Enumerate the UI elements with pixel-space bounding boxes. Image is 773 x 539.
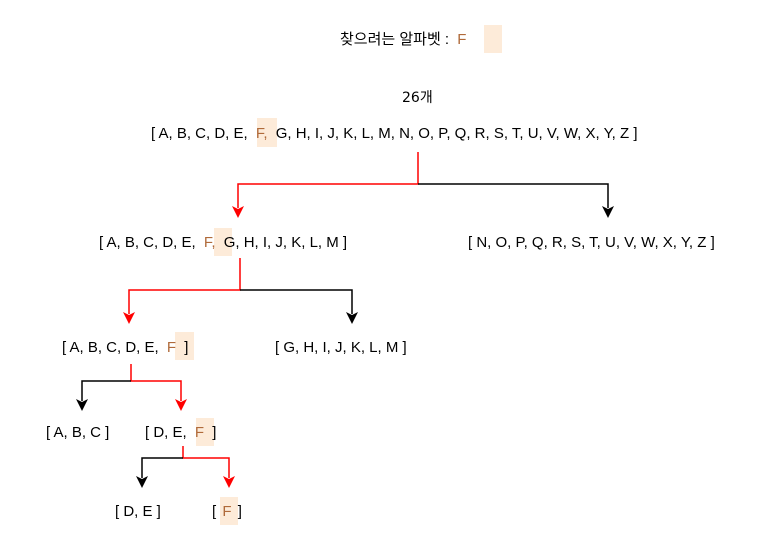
- node-right4-target: F: [222, 503, 231, 520]
- node-right3-target: F: [195, 424, 204, 441]
- node-left1-before: [ A, B, C, D, E,: [99, 234, 196, 251]
- count-label: 26개: [402, 90, 433, 106]
- node-left2-before: [ A, B, C, D, E,: [62, 339, 159, 356]
- node-left2: [ A, B, C, D, E, F ]: [62, 339, 188, 356]
- node-root-after: G, H, I, J, K, L, M, N, O, P, Q, R, S, T…: [276, 125, 638, 142]
- node-right1: [ N, O, P, Q, R, S, T, U, V, W, X, Y, Z …: [468, 234, 715, 251]
- edge-left1-left2: [128, 258, 241, 314]
- node-root-before: [ A, B, C, D, E,: [151, 125, 248, 142]
- edge-left1-right2: [240, 289, 353, 314]
- edge-left2-left3: [81, 380, 131, 401]
- node-root-target: F,: [256, 125, 268, 142]
- edge-right3-left4: [141, 457, 183, 478]
- node-right4-after: ]: [238, 503, 242, 520]
- edge-right3-right4: [182, 446, 230, 478]
- node-left3: [ A, B, C ]: [46, 424, 109, 441]
- edge-left2-right3-arrowhead: [175, 399, 187, 411]
- header-target: F: [457, 31, 466, 48]
- node-right3-after: ]: [212, 424, 216, 441]
- header: 찾으려는 알파벳 : F: [340, 31, 466, 48]
- left2-target-highlight: [175, 332, 194, 360]
- edge-left2-right3: [130, 364, 182, 401]
- node-right3: [ D, E, F ]: [145, 424, 216, 441]
- edge-left1-right2-arrowhead: [346, 312, 358, 324]
- left1-target-highlight: [214, 228, 232, 256]
- node-left1-after: G, H, I, J, K, L, M ]: [224, 234, 347, 251]
- node-right4-before: [: [212, 503, 217, 520]
- node-right3-before: [ D, E,: [145, 424, 187, 441]
- node-right2: [ G, H, I, J, K, L, M ]: [275, 339, 407, 356]
- header-label: 찾으려는 알파벳 :: [340, 31, 449, 48]
- node-left2-after: ]: [184, 339, 188, 356]
- root-target-highlight: [257, 118, 277, 147]
- node-left1: [ A, B, C, D, E, F, G, H, I, J, K, L, M …: [99, 234, 347, 251]
- right3-target-highlight: [196, 418, 214, 446]
- node-left1-target: F,: [204, 234, 216, 251]
- node-right4: [ F ]: [212, 503, 242, 520]
- edge-right3-left4-arrowhead: [136, 476, 148, 488]
- node-root: [ A, B, C, D, E, F, G, H, I, J, K, L, M,…: [151, 125, 638, 142]
- edge-root-right1-arrowhead: [602, 206, 614, 218]
- node-left2-target: F: [167, 339, 176, 356]
- header-target-highlight: [484, 25, 502, 53]
- edge-left2-left3-arrowhead: [76, 399, 88, 411]
- edge-right3-right4-arrowhead: [223, 476, 235, 488]
- right4-target-highlight: [220, 497, 238, 525]
- edge-root-left1: [237, 152, 419, 208]
- node-left4: [ D, E ]: [115, 503, 161, 520]
- edge-left1-left2-arrowhead: [123, 312, 135, 324]
- edge-root-right1: [418, 183, 609, 208]
- edge-root-left1-arrowhead: [232, 206, 244, 218]
